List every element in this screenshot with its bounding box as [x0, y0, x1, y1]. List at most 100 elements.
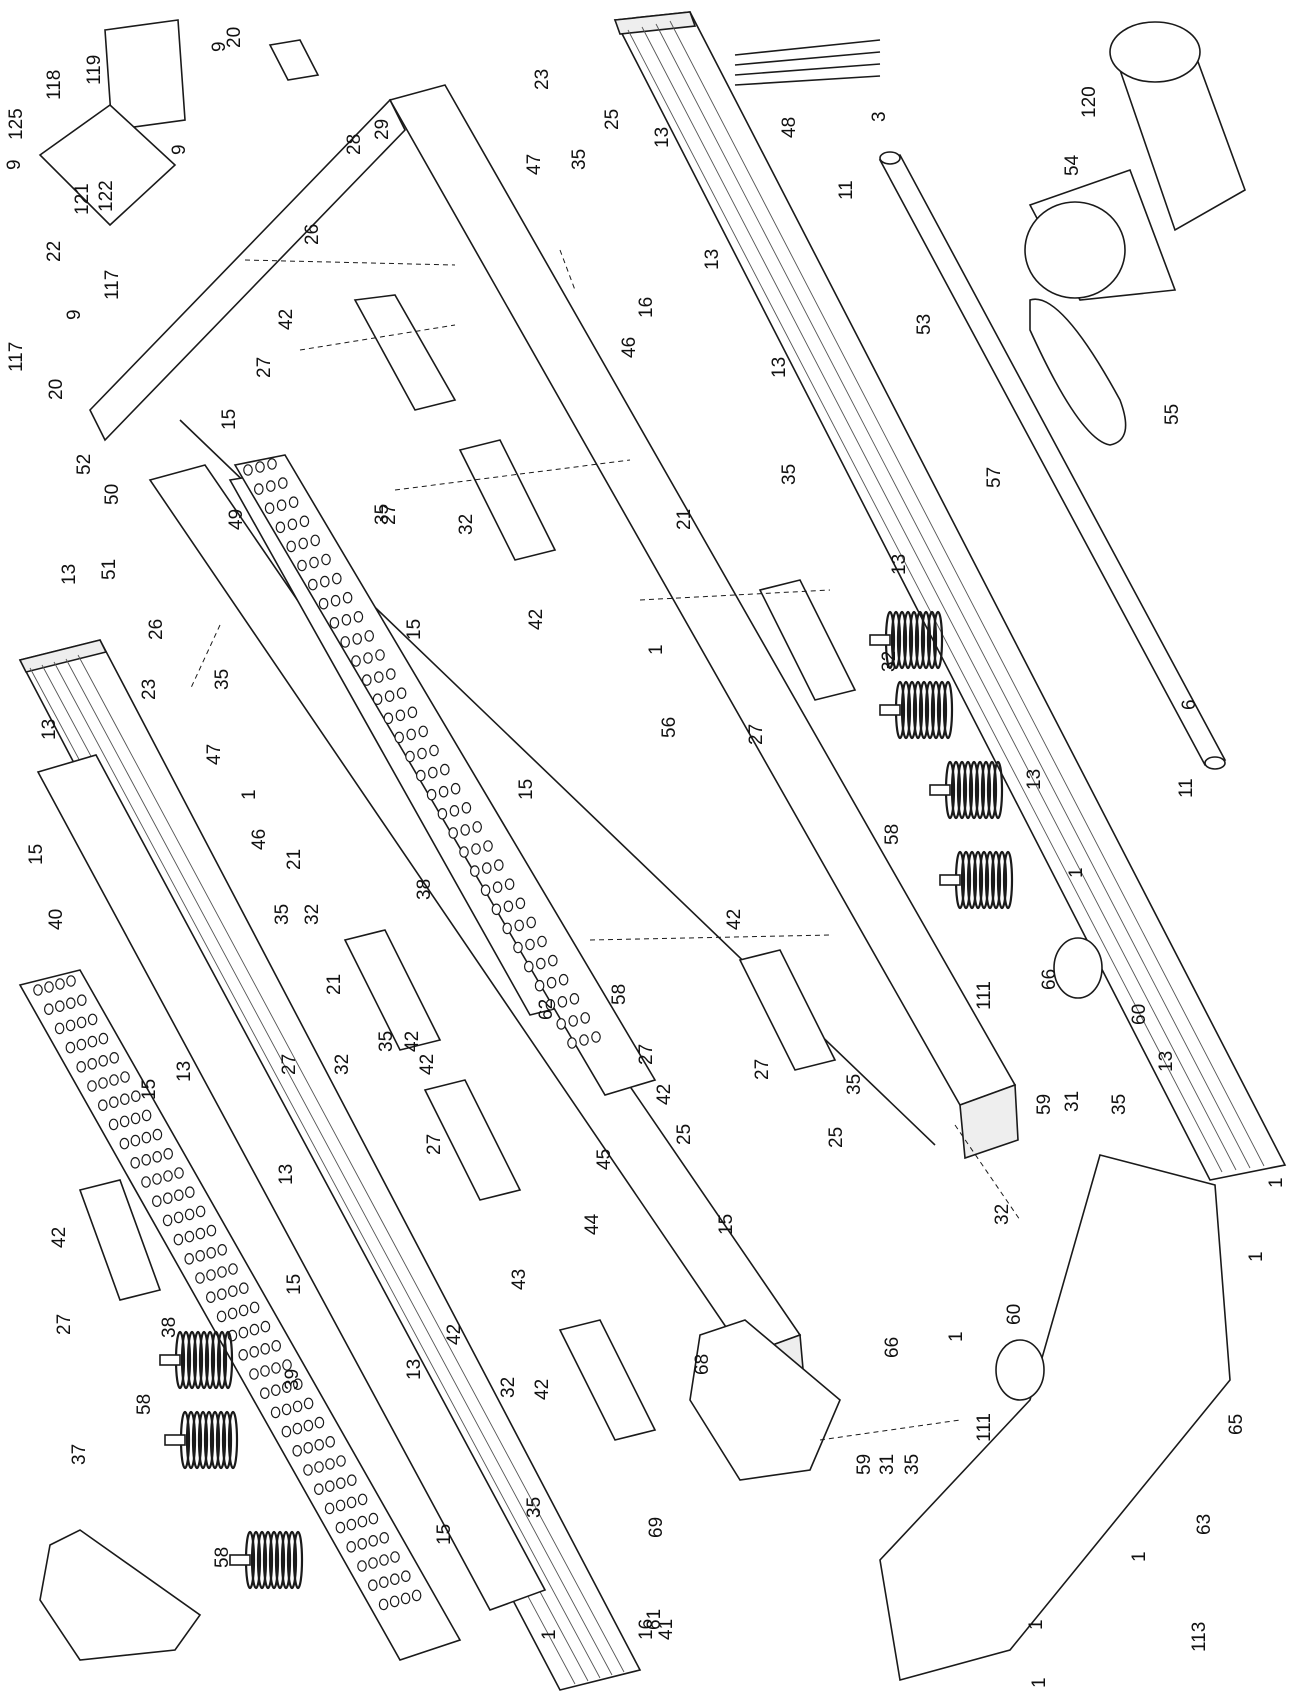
perforation-hole	[368, 1512, 379, 1525]
callout-label: 35	[569, 149, 590, 170]
perforation-hole	[109, 1096, 119, 1108]
callout-label: 39	[282, 1369, 303, 1390]
perforation-hole	[426, 788, 437, 801]
perforation-hole	[400, 1592, 411, 1605]
perforation-hole	[346, 1496, 357, 1509]
perforation-hole	[335, 1499, 346, 1512]
callout-label: 59	[854, 1454, 875, 1475]
perforation-hole	[417, 747, 427, 760]
perforation-hole	[325, 1458, 335, 1470]
perforation-hole	[227, 1307, 238, 1320]
perforation-hole	[271, 1340, 281, 1352]
callout-label: 111	[974, 981, 995, 1010]
perforation-hole	[313, 1483, 324, 1495]
perforation-hole	[152, 1195, 162, 1207]
perforation-hole	[141, 1154, 151, 1166]
callout-label: 13	[59, 564, 80, 585]
perforation-hole	[249, 1346, 259, 1358]
perforation-hole	[493, 859, 504, 871]
part-drawings	[18, 11, 1287, 1691]
callout-label: 11	[1176, 778, 1197, 798]
callout-label: 42	[417, 1054, 438, 1075]
perforation-hole	[270, 1406, 281, 1419]
perforation-hole	[526, 916, 536, 929]
callout-label: 28	[344, 134, 365, 155]
perforation-hole	[363, 652, 373, 664]
perforation-hole	[513, 941, 523, 954]
perforation-hole	[471, 843, 481, 855]
callout-label: 41	[656, 1619, 677, 1640]
callout-label: 23	[139, 679, 160, 700]
callout-label: 51	[99, 559, 120, 580]
perforation-hole	[580, 1012, 590, 1024]
perforation-hole	[515, 897, 526, 910]
callout-label: 53	[914, 314, 935, 335]
callout-label: 35	[272, 904, 293, 925]
perforation-hole	[228, 1263, 238, 1275]
callout-label: 32	[879, 651, 900, 672]
callout-label: 15	[26, 844, 47, 865]
callout-label: 13	[174, 1061, 195, 1082]
perforation-hole	[174, 1167, 184, 1179]
perforation-hole	[298, 537, 308, 550]
perforation-hole	[405, 750, 415, 763]
perforation-hole	[427, 766, 438, 779]
perforation-hole	[535, 957, 546, 970]
callout-label: 57	[984, 467, 1005, 488]
perforation-hole	[472, 821, 482, 833]
perforation-hole	[400, 1570, 411, 1582]
perforation-hole	[277, 477, 288, 489]
perforation-hole	[98, 1077, 108, 1089]
perforation-hole	[265, 480, 276, 492]
callout-label: 35	[1109, 1094, 1130, 1115]
callout-label: 1	[1066, 867, 1087, 878]
motor-bracket	[38, 19, 320, 227]
center-perforated-deck	[233, 454, 657, 1096]
callout-label: 58	[882, 824, 903, 845]
callout-label: 60	[1004, 1304, 1025, 1325]
callout-label: 20	[46, 379, 67, 400]
callout-label: 61	[644, 1609, 665, 1630]
perforation-hole	[556, 1018, 566, 1030]
perforation-hole	[483, 840, 493, 852]
callout-label: 46	[619, 337, 640, 358]
perforation-hole	[109, 1052, 119, 1064]
perforation-hole	[185, 1186, 195, 1198]
perforation-hole	[55, 978, 65, 990]
callout-label: 55	[1162, 404, 1183, 425]
perforation-hole	[411, 1589, 422, 1602]
perforation-hole	[503, 900, 514, 913]
perforation-hole	[460, 824, 470, 836]
perforation-hole	[383, 712, 394, 725]
callout-label: 35	[376, 1031, 397, 1052]
perforation-hole	[141, 1131, 152, 1144]
mounting-brackets	[78, 294, 857, 1441]
perforation-hole	[394, 731, 404, 744]
callout-label: 13	[1024, 769, 1045, 790]
perforation-hole	[491, 903, 502, 916]
perforation-hole	[321, 553, 331, 566]
perforation-hole	[33, 984, 43, 996]
callout-label: 9	[4, 159, 25, 170]
perforation-hole	[372, 693, 383, 705]
callout-label: 15	[434, 1524, 455, 1545]
wire-ties	[734, 39, 881, 86]
callout-label: 58	[212, 1547, 233, 1568]
callout-label: 65	[1226, 1414, 1247, 1435]
perforation-hole	[281, 1403, 292, 1416]
callout-label: 69	[646, 1517, 667, 1538]
perforation-hole	[260, 1365, 270, 1377]
perforation-hole	[353, 610, 364, 623]
callout-label: 60	[1129, 1004, 1150, 1025]
callout-label: 11	[836, 180, 857, 200]
perforation-hole	[217, 1266, 227, 1278]
perforation-hole	[534, 979, 545, 992]
perforation-hole	[276, 499, 287, 511]
perforation-hole	[292, 1422, 303, 1435]
perforation-hole	[281, 1381, 292, 1393]
callout-label: 15	[404, 619, 425, 640]
perforation-hole	[297, 559, 307, 572]
callout-label: 1	[1029, 1677, 1050, 1688]
perforation-hole	[66, 997, 76, 1009]
perforation-hole	[43, 1003, 54, 1015]
